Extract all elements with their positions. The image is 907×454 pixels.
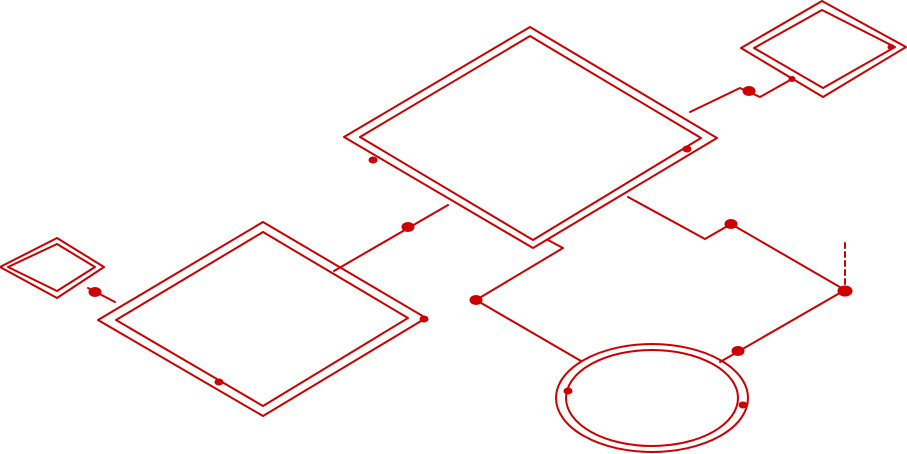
connector-dot	[368, 156, 378, 164]
connector-dot	[469, 295, 483, 305]
ring-bottom	[555, 343, 749, 453]
platform-left	[97, 221, 429, 417]
connector-dot	[738, 401, 748, 409]
connection-dots	[88, 76, 853, 356]
platform-center	[343, 26, 718, 249]
platform-top-right	[740, 0, 907, 98]
connector-dot	[563, 387, 573, 395]
platform-far-left	[0, 237, 105, 299]
connector-dot	[214, 378, 224, 386]
connector-dot	[401, 222, 415, 232]
connector-dot	[887, 44, 895, 50]
connector-dot	[742, 86, 756, 96]
connector-dot	[419, 315, 429, 323]
connector-dot	[837, 285, 853, 297]
connector-dot	[88, 287, 102, 297]
connector-dot	[788, 76, 796, 82]
connector-dot	[724, 219, 738, 229]
connector-dot	[731, 346, 745, 356]
connector-dot	[682, 145, 692, 153]
